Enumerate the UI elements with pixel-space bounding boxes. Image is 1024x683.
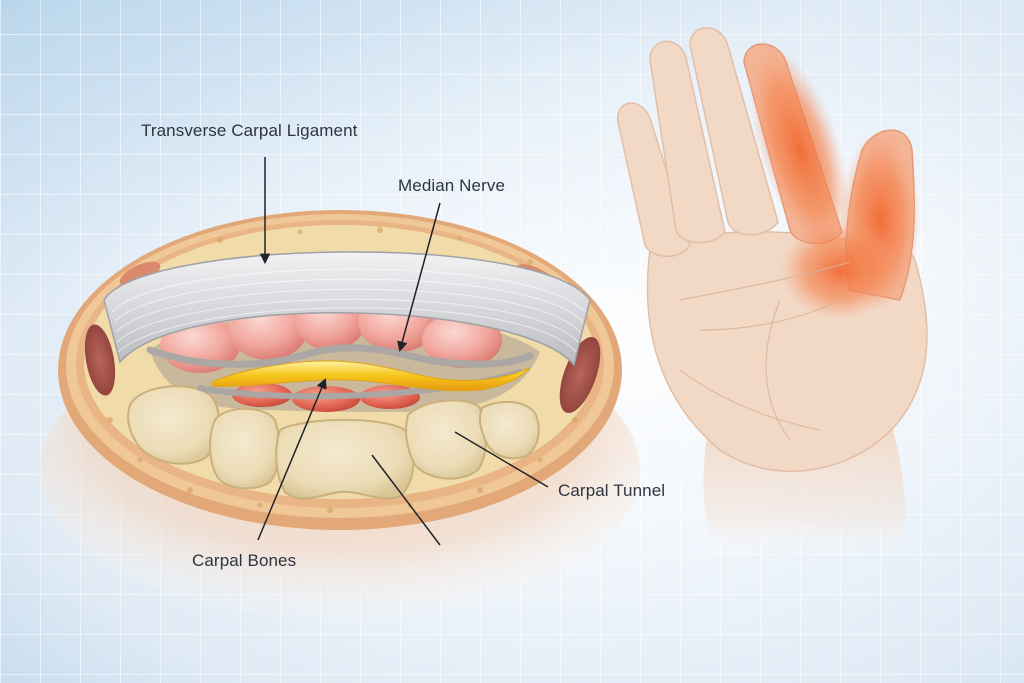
leader-median-nerve (397, 202, 441, 353)
finger-middle (689, 27, 779, 236)
hand-illustration (617, 27, 928, 560)
label-median-nerve: Median Nerve (398, 176, 506, 195)
median-nerve (211, 360, 531, 392)
ligament-fibers (111, 268, 586, 353)
leader-carpal-bones-nerve (257, 378, 327, 541)
label-carpal-tunnel: Carpal Tunnel (558, 481, 666, 500)
nerve-sheath (146, 344, 534, 368)
leader-carpal-bone (371, 454, 441, 546)
label-carpal-bones: Carpal Bones (192, 551, 297, 570)
palm-creases (679, 261, 851, 441)
wrist-cross-section (58, 210, 622, 530)
label-transverse-carpal-ligament: Transverse Carpal Ligament (141, 121, 358, 140)
leader-lines (257, 157, 549, 546)
leader-carpal-tunnel (454, 431, 549, 488)
symptom-highlight-palm (780, 220, 900, 320)
carpal-bones (127, 385, 540, 500)
muscle-right (559, 337, 601, 413)
finger-ring (649, 40, 726, 244)
symptom-highlight-index (748, 44, 852, 256)
muscle-left (84, 324, 116, 396)
transverse-carpal-ligament (103, 251, 591, 367)
vessel-left (119, 261, 161, 287)
